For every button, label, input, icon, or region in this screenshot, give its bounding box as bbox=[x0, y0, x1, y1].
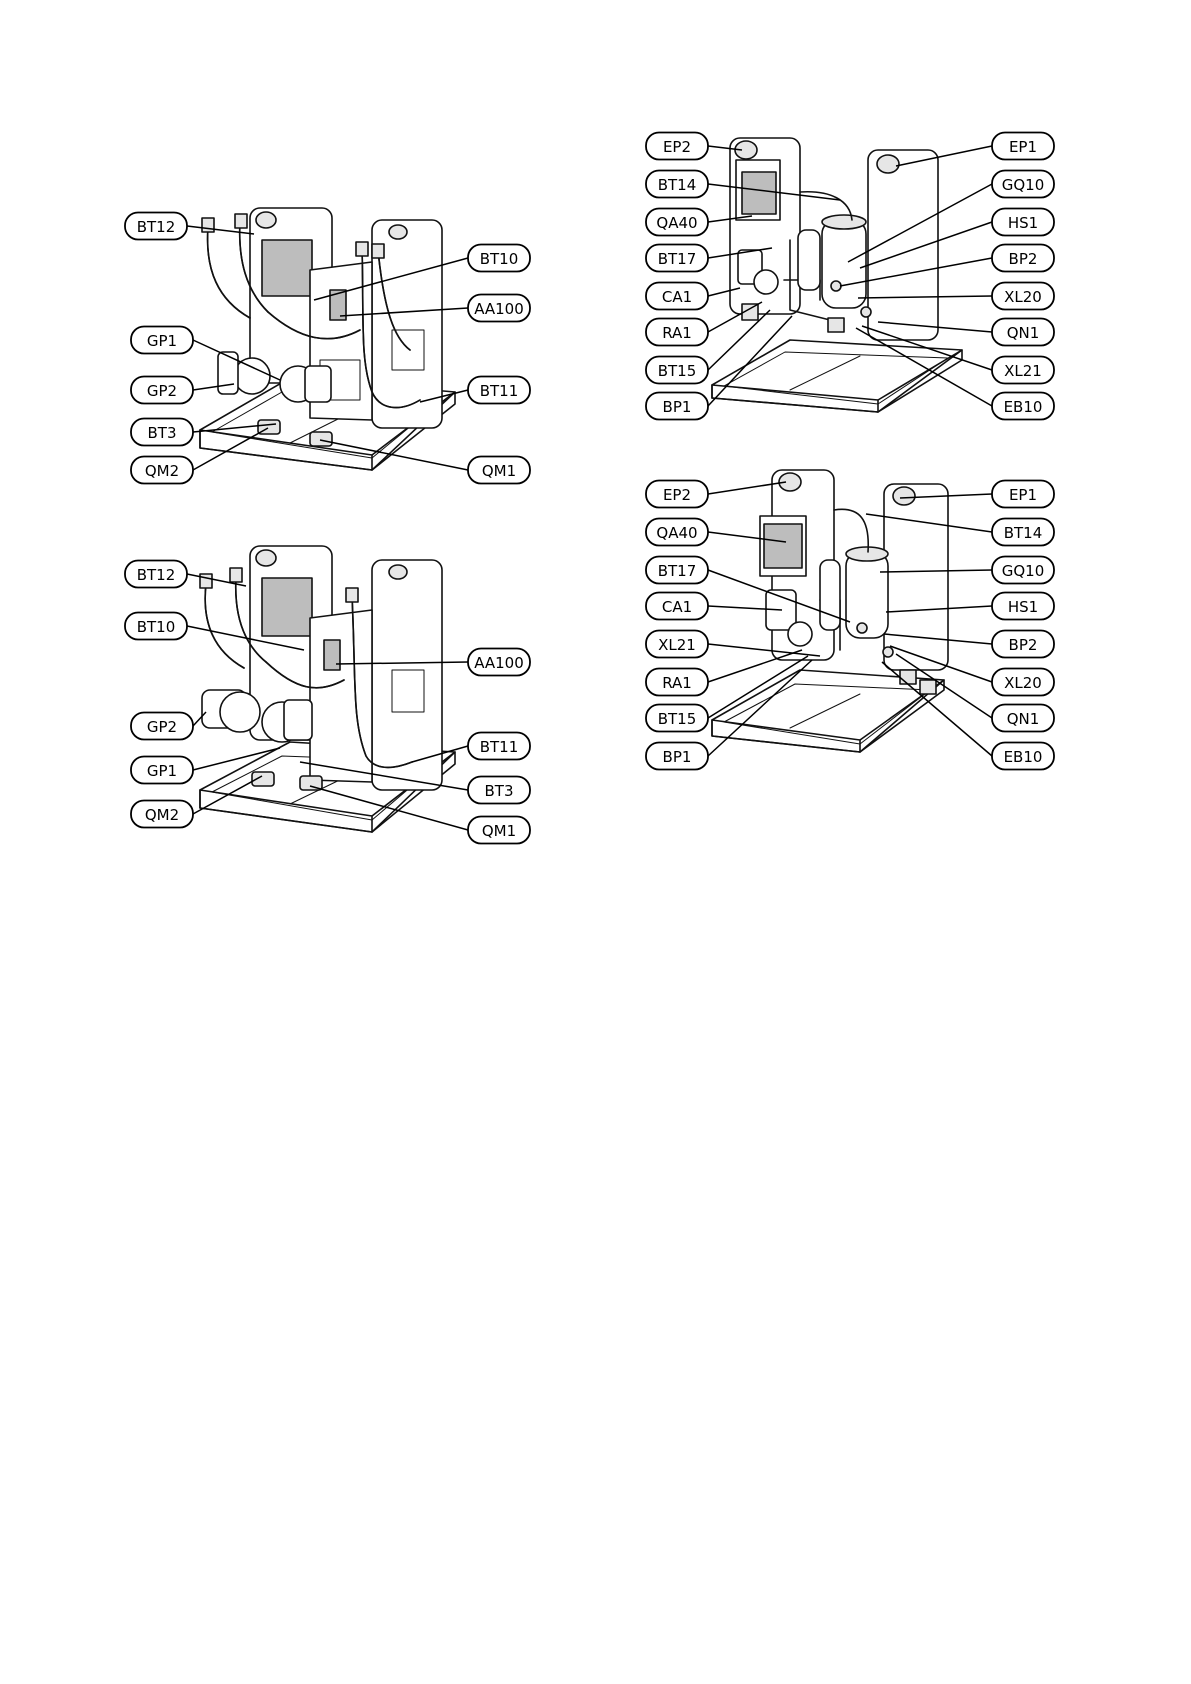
label-gp2: GP2 bbox=[147, 382, 177, 400]
label-eb10: EB10 bbox=[1004, 748, 1043, 766]
label-bt12: BT12 bbox=[137, 566, 176, 584]
label-bp2: BP2 bbox=[1009, 636, 1038, 654]
label-ra1: RA1 bbox=[662, 674, 692, 692]
label-bt14: BT14 bbox=[1004, 524, 1043, 542]
label-bt15: BT15 bbox=[658, 710, 697, 728]
label-gq10: GQ10 bbox=[1002, 176, 1045, 194]
label-gp2: GP2 bbox=[147, 718, 177, 736]
label-bp2: BP2 bbox=[1009, 250, 1038, 268]
label-bt12: BT12 bbox=[137, 218, 176, 236]
label-eb10: EB10 bbox=[1004, 398, 1043, 416]
label-bt11: BT11 bbox=[480, 738, 519, 756]
label-ep2: EP2 bbox=[663, 486, 691, 504]
label-xl21: XL21 bbox=[1004, 362, 1042, 380]
label-ep2: EP2 bbox=[663, 138, 691, 156]
label-ra1: RA1 bbox=[662, 324, 692, 342]
label-qa40: QA40 bbox=[656, 214, 697, 232]
label-gp1: GP1 bbox=[147, 762, 177, 780]
label-qm2: QM2 bbox=[145, 462, 179, 480]
label-hs1: HS1 bbox=[1008, 598, 1038, 616]
label-bt10: BT10 bbox=[480, 250, 519, 268]
label-qm1: QM1 bbox=[482, 462, 516, 480]
label-xl20: XL20 bbox=[1004, 674, 1042, 692]
label-qn1: QN1 bbox=[1007, 324, 1040, 342]
label-bt3: BT3 bbox=[485, 782, 514, 800]
label-qm1: QM1 bbox=[482, 822, 516, 840]
cooling-unit-drawing-top bbox=[712, 138, 962, 412]
label-xl20: XL20 bbox=[1004, 288, 1042, 306]
label-gq10: GQ10 bbox=[1002, 562, 1045, 580]
label-ep1: EP1 bbox=[1009, 138, 1037, 156]
label-bt11: BT11 bbox=[480, 382, 519, 400]
label-bt15: BT15 bbox=[658, 362, 697, 380]
label-qm2: QM2 bbox=[145, 806, 179, 824]
label-ca1: CA1 bbox=[662, 288, 692, 306]
label-ca1: CA1 bbox=[662, 598, 692, 616]
label-bt3: BT3 bbox=[148, 424, 177, 442]
label-gp1: GP1 bbox=[147, 332, 177, 350]
label-bt10: BT10 bbox=[137, 618, 176, 636]
label-bp1: BP1 bbox=[663, 398, 692, 416]
label-ep1: EP1 bbox=[1009, 486, 1037, 504]
label-hs1: HS1 bbox=[1008, 214, 1038, 232]
label-bt17: BT17 bbox=[658, 562, 697, 580]
label-aa100: AA100 bbox=[474, 654, 524, 672]
label-xl21: XL21 bbox=[658, 636, 696, 654]
hydraulic-unit-drawing-top bbox=[200, 208, 455, 470]
label-qn1: QN1 bbox=[1007, 710, 1040, 728]
label-qa40: QA40 bbox=[656, 524, 697, 542]
label-aa100: AA100 bbox=[474, 300, 524, 318]
label-bp1: BP1 bbox=[663, 748, 692, 766]
label-bt17: BT17 bbox=[658, 250, 697, 268]
label-bt14: BT14 bbox=[658, 176, 697, 194]
